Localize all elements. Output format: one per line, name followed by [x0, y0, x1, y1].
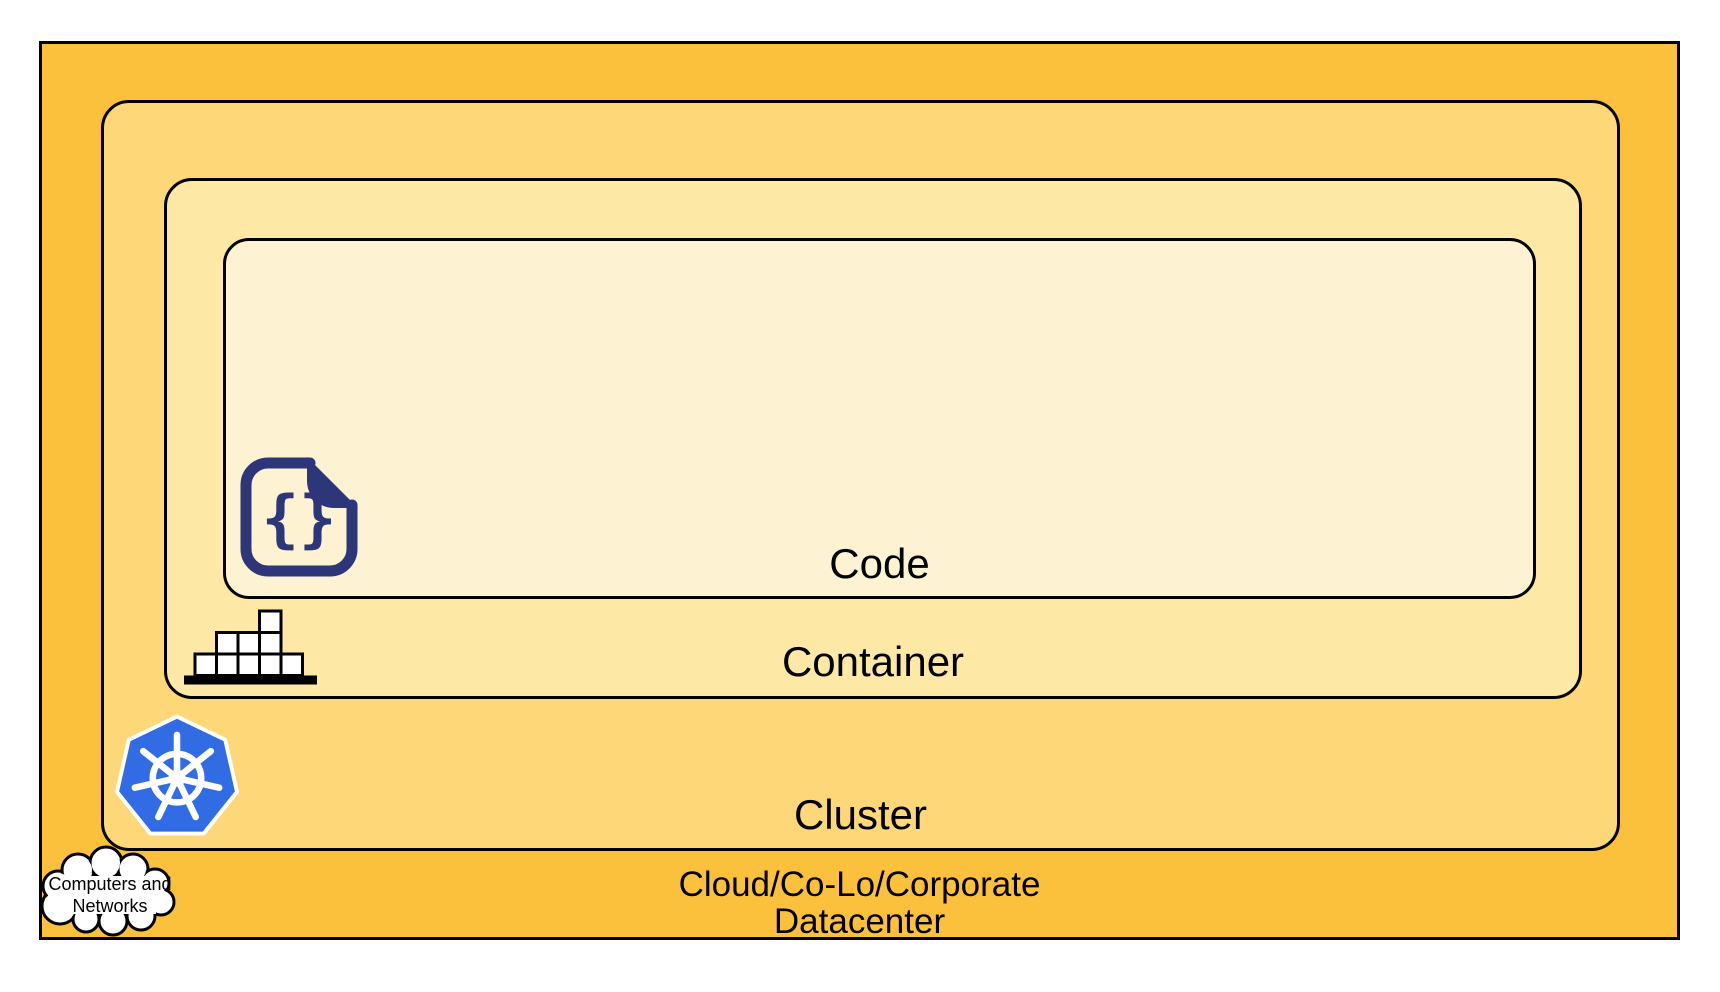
cloud-body: [44, 849, 172, 933]
kubernetes-icon: [108, 710, 246, 841]
container-platform-bar: [184, 675, 317, 685]
code-file-icon: {}: [238, 455, 360, 579]
cluster-label: Cluster: [793, 791, 928, 838]
code-box: [223, 238, 1536, 599]
container-label: Container: [781, 638, 965, 685]
code-braces-glyph: {}: [262, 482, 337, 555]
cloud-label-line1: Computers and: [48, 874, 171, 894]
code-label: Code: [829, 540, 930, 587]
cloud-label-line2: Networks: [72, 896, 147, 916]
container-boxes-icon: [184, 609, 317, 685]
code-file-outline: [240, 457, 358, 577]
datacenter-label-line1: Cloud/Co-Lo/Corporate: [678, 865, 1041, 904]
container-crates: [193, 609, 304, 677]
cloud-computers-networks-icon: Computers and Networks: [36, 845, 186, 944]
code-file-fold-corner: [307, 457, 358, 508]
kubernetes-hub: [168, 769, 186, 787]
datacenter-label: Cloud/Co-Lo/Corporate Datacenter: [39, 866, 1680, 940]
datacenter-label-line2: Datacenter: [773, 902, 946, 941]
